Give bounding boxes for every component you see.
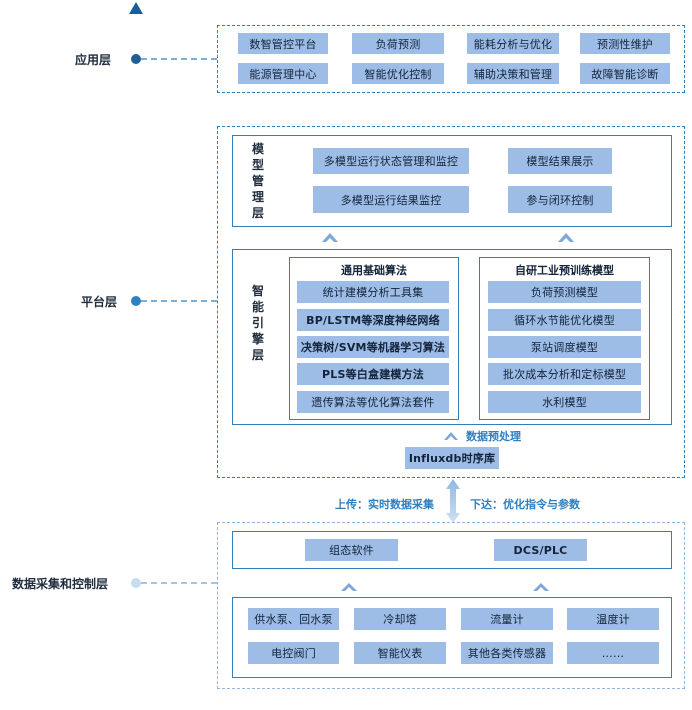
industrial-model-item: 负荷预测模型	[488, 281, 641, 303]
download-label: 下达：优化指令与参数	[470, 498, 580, 511]
industrial-model-item: 循环水节能优化模型	[488, 309, 641, 331]
model-management-label: 模型管理层	[251, 142, 264, 220]
model-mgmt-item: 多模型运行结果监控	[313, 186, 469, 213]
general-algorithms-title: 通用基础算法	[341, 264, 407, 277]
general-algorithm-item: 决策树/SVM等机器学习算法	[297, 336, 449, 358]
industrial-model-item: 水利模型	[488, 391, 641, 413]
device-item: ……	[567, 642, 659, 664]
data-layer-frame	[217, 522, 685, 689]
axis-node-app	[131, 54, 141, 64]
double-arrow-icon	[446, 479, 460, 523]
data-preprocessing-label: 数据预处理	[466, 430, 521, 443]
axis-node-data	[131, 578, 141, 588]
up-arrow-icon	[558, 233, 574, 242]
axis-arrow-head	[129, 2, 143, 14]
up-arrow-icon	[341, 583, 357, 591]
layer-label-app: 应用层	[75, 53, 112, 67]
app-layer-frame	[217, 25, 685, 93]
app-item: 辅助决策和管理	[467, 63, 559, 84]
device-item: 冷却塔	[354, 608, 446, 630]
model-mgmt-item: 参与闭环控制	[508, 186, 612, 213]
app-item: 负荷预测	[352, 33, 444, 54]
up-arrow-icon	[533, 583, 549, 591]
device-item: 电控阀门	[248, 642, 339, 664]
app-item: 数智管控平台	[238, 33, 328, 54]
device-item: 其他各类传感器	[461, 642, 553, 664]
layer-label-platform: 平台层	[81, 295, 118, 309]
control-software-frame	[232, 531, 672, 569]
axis-node-platform	[131, 296, 141, 306]
device-item: 智能仪表	[354, 642, 446, 664]
device-item: 温度计	[567, 608, 659, 630]
model-mgmt-item: 模型结果展示	[508, 148, 612, 174]
app-item: 预测性维护	[580, 33, 670, 54]
up-arrow-icon	[444, 432, 458, 440]
general-algorithm-item: 遗传算法等优化算法套件	[297, 391, 449, 413]
upload-label: 上传：实时数据采集	[335, 498, 434, 511]
influxdb-box: Influxdb时序库	[405, 447, 499, 469]
app-item: 能耗分析与优化	[467, 33, 559, 54]
general-algorithm-item: PLS等白盒建模方法	[297, 363, 449, 385]
up-arrow-icon	[322, 233, 338, 242]
industrial-models-title: 自研工业预训练模型	[515, 264, 614, 277]
platform-layer-frame	[217, 126, 685, 478]
general-algorithm-item: 统计建模分析工具集	[297, 281, 449, 303]
app-item: 能源管理中心	[238, 63, 328, 84]
device-item: 流量计	[461, 608, 553, 630]
layer-label-data: 数据采集和控制层	[12, 577, 109, 591]
intelligent-engine-label: 智能引擎层	[251, 284, 264, 362]
model-mgmt-item: 多模型运行状态管理和监控	[313, 148, 469, 174]
device-item: 供水泵、回水泵	[248, 608, 339, 630]
control-item: DCS/PLC	[494, 539, 587, 561]
app-item: 故障智能诊断	[580, 63, 670, 84]
general-algorithm-item: BP/LSTM等深度神经网络	[297, 309, 449, 331]
industrial-model-item: 批次成本分析和定标模型	[488, 363, 641, 385]
industrial-model-item: 泵站调度模型	[488, 336, 641, 358]
app-item: 智能优化控制	[352, 63, 444, 84]
control-item: 组态软件	[305, 539, 398, 561]
